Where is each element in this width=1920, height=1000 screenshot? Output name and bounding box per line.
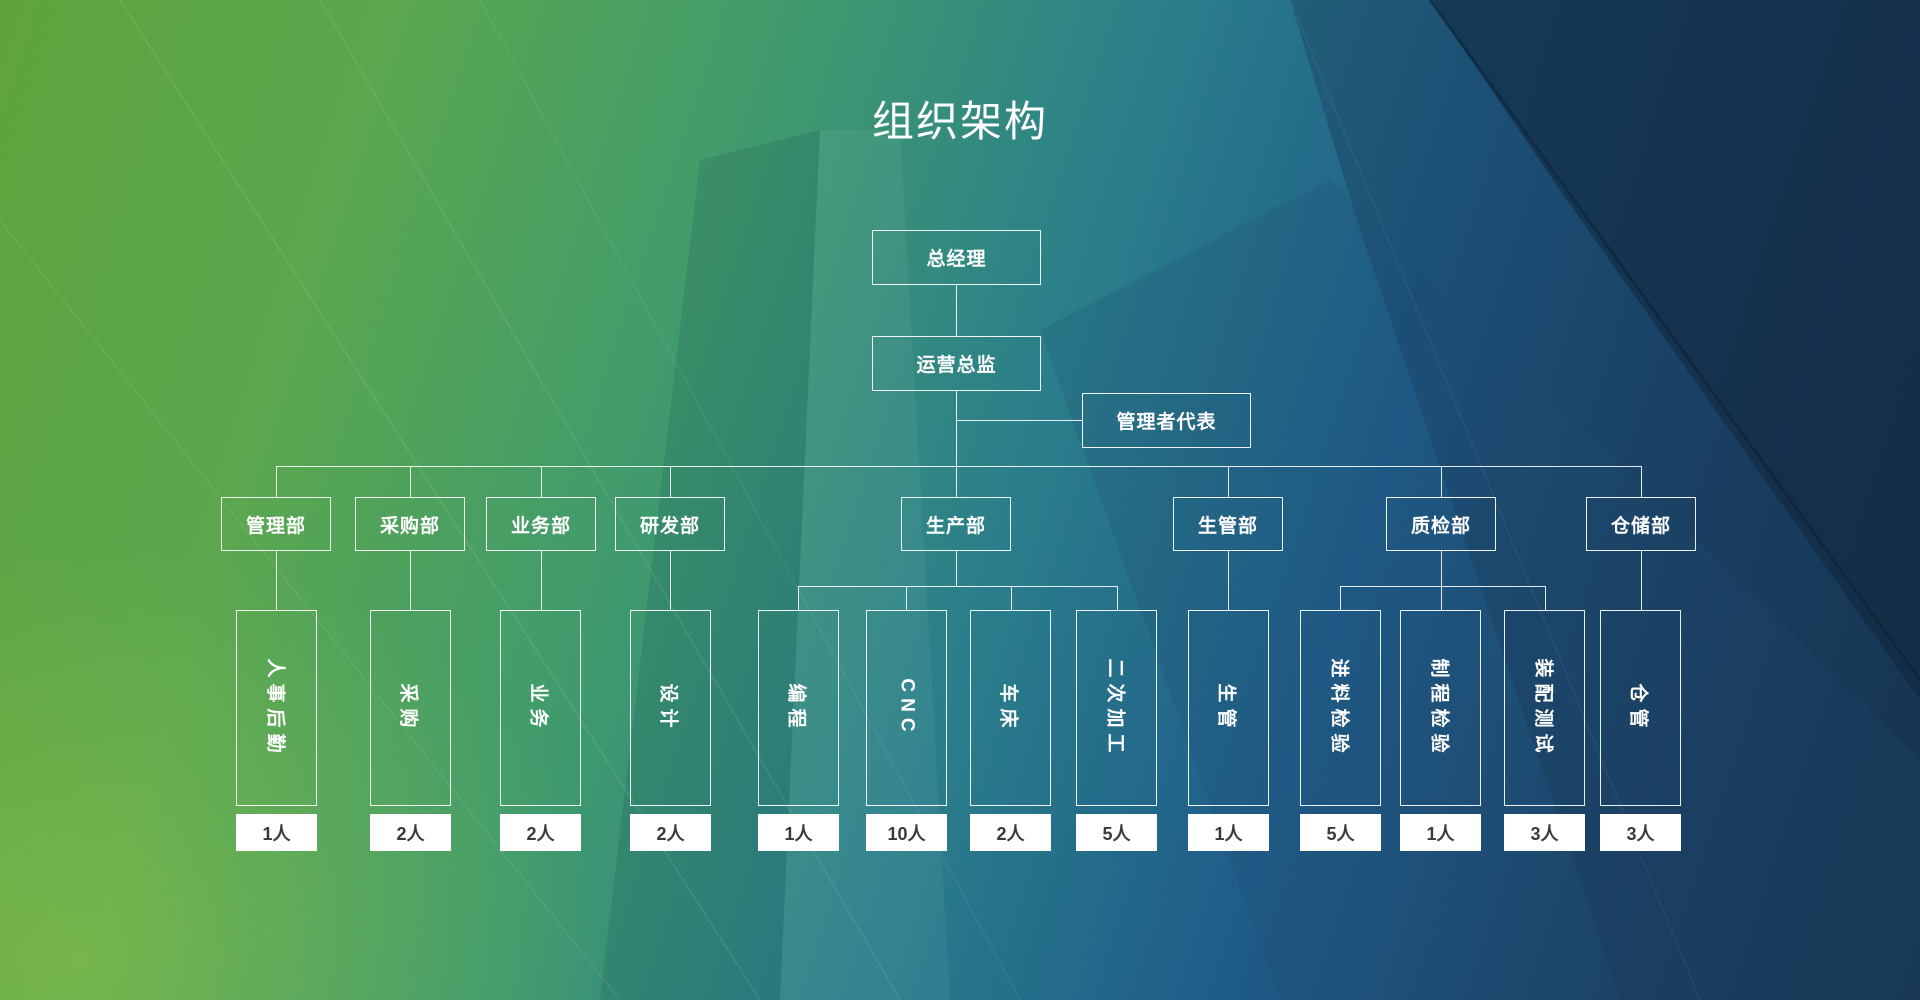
org-node-secondary-processing: 二次加工 (1076, 610, 1157, 806)
connector-line (276, 551, 277, 610)
connector-line (1441, 466, 1442, 497)
org-node-label: 设计 (657, 682, 679, 734)
headcount-badge: 2人 (630, 814, 711, 851)
connector-line (276, 466, 277, 497)
org-node-design: 设计 (630, 610, 711, 806)
connector-line (1641, 466, 1642, 497)
org-node-label: 车床 (997, 682, 1019, 734)
page-title: 组织架构 (871, 98, 1048, 145)
org-node-incoming-inspection: 进料检验 (1300, 610, 1381, 806)
org-node-operations-director: 运营总监 (872, 336, 1041, 391)
org-node-label: CNC (896, 678, 918, 738)
headcount-badge: 10人 (866, 814, 947, 851)
connector-line (670, 466, 671, 497)
headcount-badge: 3人 (1504, 814, 1585, 851)
connector-line (956, 420, 1083, 421)
org-node-dept-admin: 管理部 (221, 497, 331, 551)
connector-line (410, 551, 411, 610)
headcount-badge: 5人 (1076, 814, 1157, 851)
org-node-label: 仓管 (1627, 682, 1649, 734)
org-node-dept-production: 生产部 (901, 497, 1011, 551)
connector-line (956, 466, 957, 497)
org-node-label: 二次加工 (1104, 657, 1126, 759)
org-node-dept-rnd: 研发部 (615, 497, 725, 551)
connector-line (541, 551, 542, 610)
org-node-label: 编程 (785, 682, 807, 734)
headcount-badge: 1人 (758, 814, 839, 851)
connector-line (1117, 586, 1118, 610)
org-node-dept-production-control: 生管部 (1173, 497, 1283, 551)
org-node-dept-quality: 质检部 (1386, 497, 1496, 551)
connector-line (956, 285, 957, 336)
connector-line (1340, 586, 1545, 587)
org-node-management-representative: 管理者代表 (1082, 393, 1251, 448)
connector-line (1340, 586, 1341, 610)
org-node-label: 制程检验 (1428, 657, 1450, 759)
org-node-programming: 编程 (758, 610, 839, 806)
connector-line (956, 551, 957, 586)
org-node-general-manager: 总经理 (872, 230, 1041, 285)
org-node-label: 进料检验 (1328, 657, 1350, 759)
connector-line (1441, 586, 1442, 610)
connector-line (670, 551, 671, 610)
org-node-business: 业务 (500, 610, 581, 806)
org-node-assembly-testing: 装配测试 (1504, 610, 1585, 806)
org-node-label: 人事后勤 (264, 657, 286, 759)
connector-line (1228, 466, 1229, 497)
connector-line (798, 586, 1117, 587)
headcount-badge: 2人 (500, 814, 581, 851)
headcount-badge: 1人 (1188, 814, 1269, 851)
org-node-process-inspection: 制程检验 (1400, 610, 1481, 806)
connector-line (541, 466, 542, 497)
headcount-badge: 5人 (1300, 814, 1381, 851)
org-node-dept-business: 业务部 (486, 497, 596, 551)
headcount-badge: 1人 (1400, 814, 1481, 851)
org-node-label: 业务 (527, 682, 549, 734)
connector-line (906, 586, 907, 610)
connector-line (1228, 551, 1229, 610)
connector-line (798, 586, 799, 610)
headcount-badge: 3人 (1600, 814, 1681, 851)
org-node-purchasing: 采购 (370, 610, 451, 806)
org-node-label: 采购 (397, 682, 419, 734)
org-node-label: 生管 (1215, 682, 1237, 734)
connector-line (956, 391, 957, 466)
connector-line (1545, 586, 1546, 610)
org-node-warehouse-keeper: 仓管 (1600, 610, 1681, 806)
org-node-lathe: 车床 (970, 610, 1051, 806)
connector-line (1441, 551, 1442, 586)
org-node-dept-purchasing: 采购部 (355, 497, 465, 551)
headcount-badge: 2人 (970, 814, 1051, 851)
connector-line (410, 466, 411, 497)
org-node-dept-warehouse: 仓储部 (1586, 497, 1696, 551)
connector-line (276, 466, 1641, 467)
org-node-label: 装配测试 (1532, 657, 1554, 759)
connector-line (1641, 551, 1642, 610)
headcount-badge: 2人 (370, 814, 451, 851)
connector-line (1011, 586, 1012, 610)
org-node-hr-logistics: 人事后勤 (236, 610, 317, 806)
org-node-production-control: 生管 (1188, 610, 1269, 806)
org-node-cnc: CNC (866, 610, 947, 806)
headcount-badge: 1人 (236, 814, 317, 851)
